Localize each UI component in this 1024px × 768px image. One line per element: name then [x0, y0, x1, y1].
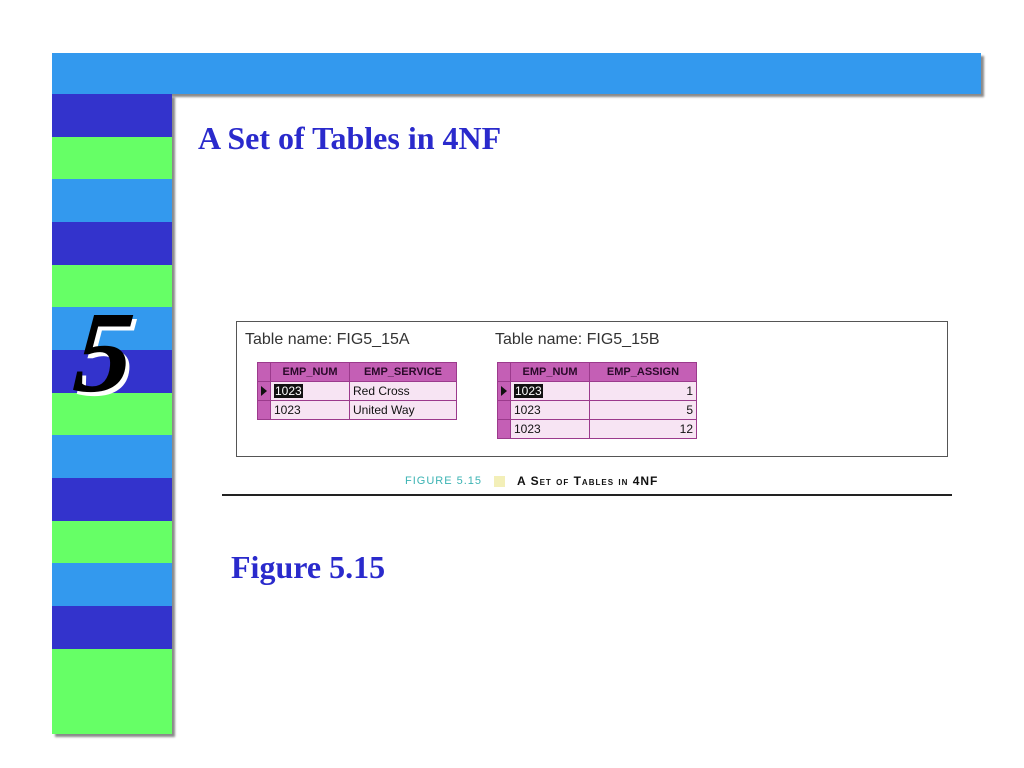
- table-a: EMP_NUM EMP_SERVICE 1023 Red Cross 1023 …: [257, 362, 457, 420]
- caption-text: A Set of Tables in 4NF: [517, 474, 659, 488]
- row-selector[interactable]: [257, 400, 271, 420]
- table-row[interactable]: 1023 5: [497, 400, 697, 420]
- table-cell[interactable]: 1: [589, 381, 697, 401]
- stripe: [52, 648, 172, 692]
- table-cell[interactable]: 12: [589, 419, 697, 439]
- stripe: [52, 435, 172, 478]
- slide-title: A Set of Tables in 4NF: [198, 120, 502, 156]
- table-header-row: EMP_NUM EMP_ASSIGN: [497, 362, 697, 382]
- stripe: [52, 691, 172, 734]
- table-cell[interactable]: United Way: [349, 400, 457, 420]
- caption-square-icon: [494, 475, 506, 487]
- right-triangle-icon: [261, 386, 267, 396]
- stripe: [52, 264, 172, 308]
- stripe: [52, 136, 172, 180]
- selected-cell-text: 1023: [274, 384, 303, 398]
- side-stripes: [52, 94, 172, 734]
- stripe: [52, 349, 172, 393]
- column-header: EMP_NUM: [270, 362, 350, 382]
- table-cell[interactable]: 1023: [510, 381, 590, 401]
- column-header: EMP_NUM: [510, 362, 590, 382]
- stripe: [52, 563, 172, 606]
- selector-header: [257, 362, 271, 382]
- table-cell[interactable]: 1023: [510, 400, 590, 420]
- caption-label: FIGURE 5.15: [405, 475, 483, 487]
- right-triangle-icon: [501, 386, 507, 396]
- top-banner: [52, 53, 981, 94]
- figure-image: Table name: FIG5_15A EMP_NUM EMP_SERVICE…: [236, 321, 948, 457]
- stripe: [52, 477, 172, 521]
- table-cell[interactable]: 1023: [510, 419, 590, 439]
- table-a-name: Table name: FIG5_15A: [245, 331, 410, 348]
- stripe: [52, 179, 172, 222]
- figure-subtitle: Figure 5.15: [231, 549, 386, 585]
- column-header: EMP_ASSIGN: [589, 362, 697, 382]
- table-cell[interactable]: 5: [589, 400, 697, 420]
- table-header-row: EMP_NUM EMP_SERVICE: [257, 362, 457, 382]
- row-selector[interactable]: [497, 419, 511, 439]
- stripe: [52, 221, 172, 265]
- table-b: EMP_NUM EMP_ASSIGN 1023 1 1023 5 1023 12: [497, 362, 697, 439]
- table-row[interactable]: 1023 Red Cross: [257, 381, 457, 401]
- table-cell[interactable]: 1023: [270, 381, 350, 401]
- stripe: [52, 520, 172, 564]
- stripe: [52, 392, 172, 436]
- stripe: [52, 605, 172, 649]
- table-row[interactable]: 1023 1: [497, 381, 697, 401]
- selected-cell-text: 1023: [514, 384, 543, 398]
- stripe: [52, 307, 172, 350]
- row-selector[interactable]: [497, 400, 511, 420]
- table-cell[interactable]: Red Cross: [349, 381, 457, 401]
- selector-header: [497, 362, 511, 382]
- table-row[interactable]: 1023 12: [497, 419, 697, 439]
- chapter-number: 5: [69, 289, 139, 417]
- table-cell[interactable]: 1023: [270, 400, 350, 420]
- column-header: EMP_SERVICE: [349, 362, 457, 382]
- figure-caption: FIGURE 5.15 A Set of Tables in 4NF: [405, 473, 658, 489]
- table-row[interactable]: 1023 United Way: [257, 400, 457, 420]
- table-b-name: Table name: FIG5_15B: [495, 331, 660, 348]
- row-selector[interactable]: [257, 381, 271, 401]
- caption-divider: [222, 494, 952, 496]
- stripe: [52, 94, 172, 137]
- row-selector[interactable]: [497, 381, 511, 401]
